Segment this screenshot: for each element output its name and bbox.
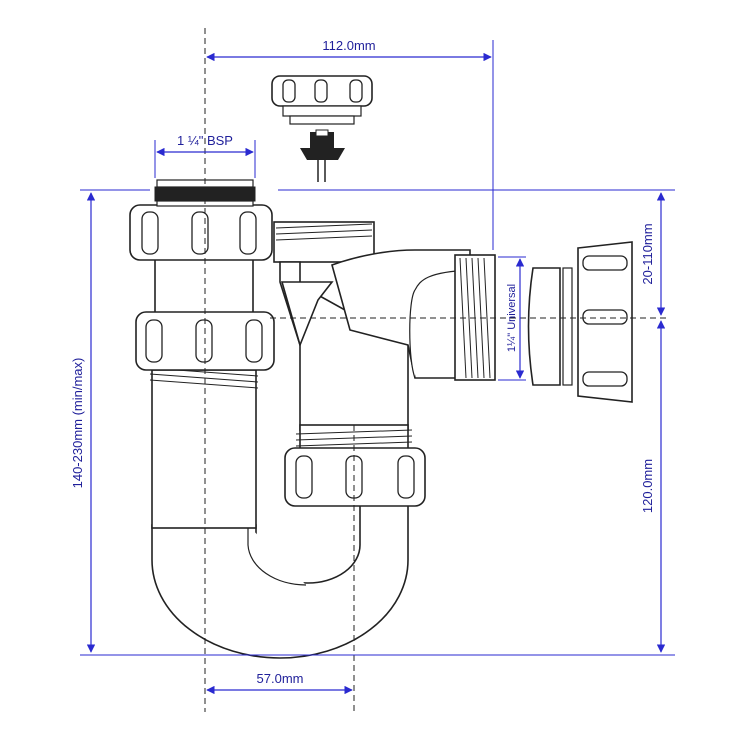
dim-top-width: 112.0mm — [206, 38, 494, 250]
dim-leg-spacing-label: 57.0mm — [257, 671, 304, 686]
overflow-thread — [275, 223, 373, 241]
outlet-nut — [577, 241, 633, 403]
dim-leg-spacing: 57.0mm — [206, 671, 353, 695]
waste-cap — [271, 75, 373, 125]
dim-outlet-height-range: 20-110mm — [640, 192, 666, 316]
dim-outlet-universal: 1¼" Universal — [498, 256, 526, 381]
waste-plug — [300, 129, 345, 182]
dim-overall-height: 140-230mm (min/max) — [70, 192, 96, 653]
riser-nut — [284, 447, 426, 507]
trap-body — [149, 221, 496, 659]
dim-top-width-label: 112.0mm — [322, 38, 375, 53]
overflow-socket — [273, 221, 375, 263]
dim-overall-height-label: 140-230mm (min/max) — [70, 358, 85, 489]
inlet-nut — [129, 204, 273, 261]
dim-inlet-thread-label: 1 ¼" BSP — [177, 133, 233, 148]
dim-outlet-universal-label: 1¼" Universal — [506, 284, 518, 352]
left-pipe — [151, 369, 257, 529]
dim-inlet-thread: 1 ¼" BSP — [154, 133, 256, 178]
dim-outlet-to-base-label: 120.0mm — [640, 459, 655, 513]
dim-outlet-to-base: 120.0mm — [640, 320, 666, 653]
dim-outlet-height-range-label: 20-110mm — [640, 223, 655, 284]
outlet-seal — [527, 267, 573, 386]
